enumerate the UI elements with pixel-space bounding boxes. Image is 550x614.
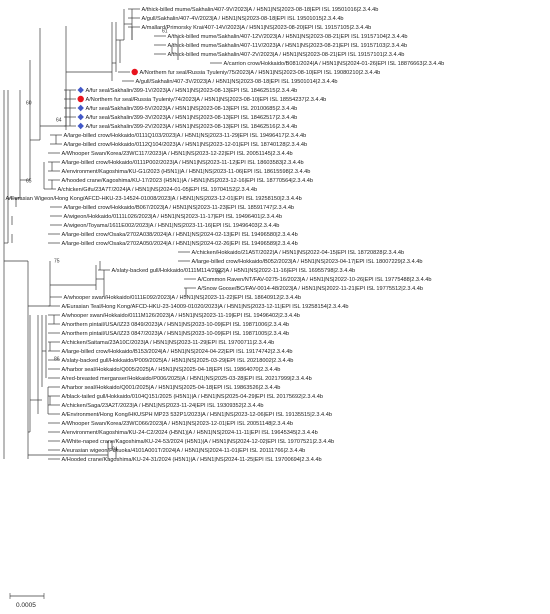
leaf-label: A/whooper swan/Hokkaido/0111E092/2023|A … — [64, 295, 302, 301]
leaf-label: A/wigeon/Toyama/1611E002/2023|A / H5N1|N… — [64, 223, 280, 229]
leaf-label: A/Eurasian Teal/Hong Kong/AFCD-HKU-23-14… — [62, 304, 349, 310]
leaf-label: A/chicken/Saitama/23A10C/2023|A / H5N1|N… — [62, 340, 275, 346]
bootstrap-value: 61 — [162, 29, 168, 35]
leaf-label: A/large-billed crow/Hokkaido/0111Q103/20… — [64, 133, 307, 139]
leaf-label: A/Eurasian Wigeon/Hong Kong/AFCD-HKU-23-… — [6, 196, 302, 202]
leaf-label: A/fur seal/Sakhalin/399-2V/2023|A / H5N1… — [86, 124, 298, 130]
tree-bootstrap-labels: 61 64 60 65 75 88 86 94 — [26, 29, 222, 453]
leaf-label: A/large-billed crow/Hokkaido/0111P002/20… — [62, 160, 304, 166]
leaf-label: A/wigeon/Hokkaido/0111L026/2023|A / H5N1… — [64, 214, 283, 220]
tree-branches — [3, 8, 222, 460]
leaf-label: A/large-billed crow/Hokkaido/0112Q104/20… — [64, 142, 308, 148]
leaf-label: A/Whooper Swan/Korea/23WC117/2023|A / H5… — [62, 151, 293, 157]
leaf-label: A/Northern fur seal/Russia Tyuleniy/74/2… — [86, 97, 327, 103]
blue-diamond-marker-icon — [77, 122, 84, 130]
leaf-label: A/chicken/Saga/23A2T/2023|A / H5N1|NS|20… — [62, 403, 264, 409]
leaf-label: A/large-billed crow/Hokkaido/B153/2024|A… — [62, 349, 293, 355]
bootstrap-value: 88 — [216, 270, 222, 276]
leaf-label: A/red-breasted merganser/Hokkaido/P006/2… — [62, 376, 312, 382]
leaf-label: A/Hooded crane/Kagoshima/KU-24-31/2024 (… — [62, 457, 322, 463]
leaf-label: A/harbor seal/Hokkaido/Q001/2025|A / H5N… — [62, 385, 281, 391]
leaf-label: A/northern pintail/USA/IZ23 0847/2023|A … — [62, 331, 290, 337]
red-circle-marker-icon — [131, 68, 138, 76]
leaf-label: A/Whooper Swan/Korea/23WC066/2023|A / H5… — [62, 421, 293, 427]
leaf-label: A/Environment/Hong Kong/HKUSPH MP23 532P… — [62, 412, 332, 418]
blue-diamond-marker-icon — [77, 113, 84, 121]
leaf-label: A/whooper swan/Hokkaido/0111M126/2023|A … — [62, 313, 300, 319]
leaf-label: A/environment/Kagoshima/KU-24-C2/2024 (H… — [62, 430, 318, 436]
leaf-label: A/mallard/Primorsky Krai/407-14V/2023|A … — [142, 25, 372, 31]
leaf-label: A/environment/Kagoshima/KU-G1/2023 (H5N1… — [62, 169, 311, 175]
leaf-label: A/thick-billed mume/Sakhalin/407-2V/2023… — [168, 52, 405, 58]
leaf-label: A/thick-billed mume/Sakhalin/407-11V/202… — [168, 43, 408, 49]
bootstrap-value: 86 — [54, 357, 60, 363]
scale-bar: 0.0005 — [9, 593, 45, 609]
tree-markers — [77, 68, 138, 130]
bootstrap-value: 65 — [26, 179, 32, 185]
leaf-label: A/harbor seal/Hokkaido/Q005/2025|A / H5N… — [62, 367, 281, 373]
leaf-label: A/slaty-backed gull/Hokkaido/P009/2025|A… — [62, 358, 294, 364]
leaf-label: A/fur seal/Sakhalin/399-5V/2023|A / H5N1… — [86, 106, 298, 112]
leaf-label: A/black-tailed gull/Hokkaido/0104Q151/20… — [62, 394, 323, 400]
leaf-label: A/northern pintail/USA/IZ23 0849/2023|A … — [62, 322, 290, 328]
bootstrap-value: 60 — [26, 101, 32, 107]
bootstrap-value: 64 — [56, 118, 62, 124]
leaf-label: A/chicken/Gifu/23A7T/2024|A / H5N1|NS|20… — [58, 187, 258, 193]
leaf-label: A/thick-billed mume/Sakhalin/407-12V/202… — [168, 34, 408, 40]
leaf-label: A/hooded crane/Kagoshima/KU-17/2023 (H5N… — [62, 178, 313, 184]
leaf-label: A/large-billed crow/Osaka/2702A038/2024|… — [62, 232, 298, 238]
leaf-label: A/fur seal/Sakhalin/399-3V/2023|A / H5N1… — [86, 115, 298, 121]
blue-diamond-marker-icon — [77, 104, 84, 112]
tree-leaf-labels: A/thick-billed mume/Sakhalin/407-9V/2023… — [6, 7, 445, 463]
leaf-label: A/large-billed crow/Hokkaido/B052/2023|A… — [192, 259, 423, 265]
leaf-label: A/gull/Sakhalin/407-4V/2023|A / H5N1|NS|… — [142, 16, 344, 22]
leaf-label: A/large-billed crow/Osaka/2702A050/2024|… — [62, 241, 298, 247]
leaf-label: A/chicken/Hokkaido/21A5T/2022|A / H5N1|N… — [192, 250, 405, 256]
leaf-label: A/Snow Goose/BC/FAV-0014-48/2023|A / H5N… — [198, 286, 423, 292]
leaf-label: A/large-billed crow/Hokkaido/B067/2023|A… — [64, 205, 295, 211]
leaf-label: A/gull/Sakhalin/407-3V/2023|A / H5N1|NS|… — [136, 79, 338, 85]
bootstrap-value: 94 — [112, 447, 118, 453]
blue-diamond-marker-icon — [77, 86, 84, 94]
red-circle-marker-icon — [77, 95, 84, 103]
leaf-label: A/slaty-backed gull/Hokkaido/0111M114/20… — [112, 268, 356, 274]
leaf-label: A/eurasian wigeon/Fukuoka/4101A001T/2024… — [62, 448, 306, 454]
leaf-label: A/fur seal/Sakhalin/399-1V/2023|A / H5N1… — [86, 88, 298, 94]
leaf-label: A/carrion crow/Hokkaido/B081/2024|A / H5… — [224, 61, 445, 67]
leaf-label: A/thick-billed mume/Sakhalin/407-9V/2023… — [142, 7, 379, 13]
leaf-label: A/Common Raven/NT/FAV-0275-16/2023|A / H… — [198, 277, 432, 283]
leaf-label: A/White-naped crane/Kagoshima/KU-24-53/2… — [62, 439, 335, 445]
leaf-label: A/Northern fur seal/Russia Tyuleniy/75/2… — [140, 70, 381, 76]
scale-bar-label: 0.0005 — [16, 602, 36, 609]
bootstrap-value: 75 — [54, 259, 60, 265]
